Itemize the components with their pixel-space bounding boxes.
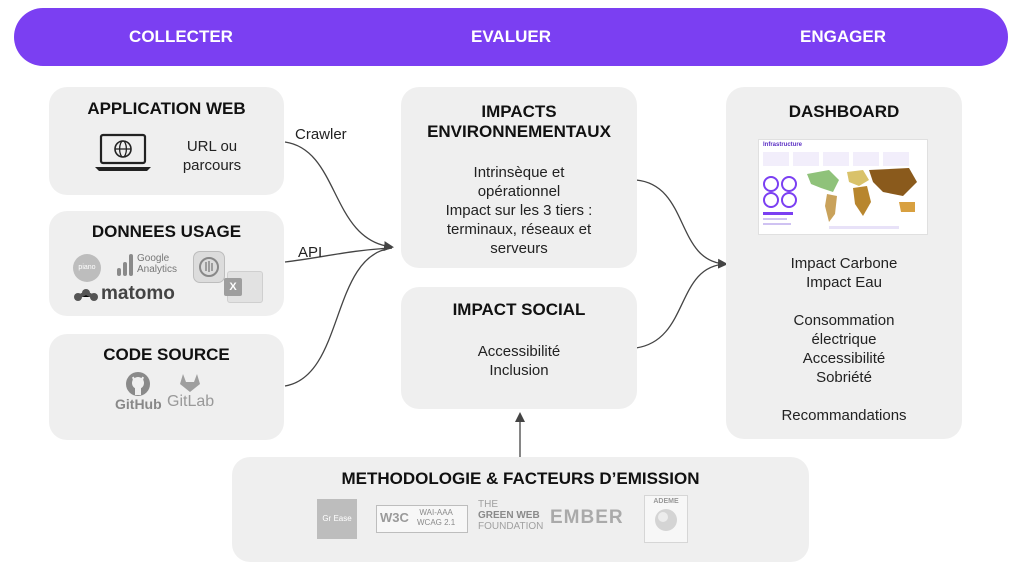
phase-collecter: COLLECTER [129,27,233,46]
social-line: Inclusion [489,362,549,379]
piano-logo: piano [73,254,101,282]
phase-engager: ENGAGER [800,27,886,46]
phase-evaluer: EVALUER [471,27,551,46]
social-title: IMPACT SOCIAL [452,300,586,319]
dashboard-title: DASHBOARD [788,102,900,121]
dashboard-line: Recommandations [781,407,907,424]
arrow-env-to-dashboard [635,179,728,269]
box-title: CODE SOURCE [103,345,230,364]
wcag-text: WCAG 2.1 [417,518,456,527]
env-line: Impact sur les 3 tiers : [445,202,593,219]
dashboard-line-spacer [726,387,962,406]
ademe-text: ADEME [653,498,679,505]
social-line: Accessibilité [477,343,561,360]
env-line: terminaux, réseaux et [446,221,592,238]
chart-app-icon [193,251,225,283]
label-crawler: Crawler [295,126,347,143]
dashboard-preview: Infrastructure [758,139,928,235]
box-title: APPLICATION WEB [87,99,246,118]
label-api: API [298,244,323,261]
preview-title: Infrastructure [763,142,803,148]
matomo-icon [74,289,98,301]
w3c-wcag-logo: W3C WAI-AAA WCAG 2.1 [376,505,468,533]
github-logo-text: GitHub [115,396,162,412]
analytics-logo-text: Analytics [137,264,178,275]
ademe-globe-icon [655,509,677,531]
dashboard-line: Accessibilité [802,350,886,367]
ember-logo: EMBER [550,507,624,528]
greenit-logo: Gr Ease [317,499,357,539]
box-application-web: APPLICATION WEB URL ou parcours [49,87,284,195]
greenweb-text: GREEN WEB [478,510,540,521]
phase-banner: COLLECTER EVALUER ENGAGER [14,8,1008,66]
dashboard-line: Impact Eau [806,274,882,291]
arrow-social-to-dashboard [635,263,727,349]
dashboard-line: électrique [811,331,877,348]
env-line: serveurs [490,240,548,257]
box-methodologie: METHODOLOGIE & FACTEURS D’EMISSION Gr Ea… [232,457,809,562]
gitlab-logo-text: GitLab [167,393,215,410]
dashboard-line: Impact Carbone [790,255,898,272]
box-donnees-usage: DONNEES USAGE piano Google Analytics mat… [49,211,284,316]
box-dashboard: DASHBOARD Infrastructure Impact Carbone … [726,87,962,439]
box-code-source: CODE SOURCE GitHub GitLab [49,334,284,440]
box-impacts-environnementaux: IMPACTS ENVIRONNEMENTAUX Intrinsèque et … [401,87,637,268]
env-title-line2: ENVIRONNEMENTAUX [427,122,611,141]
env-line: Intrinsèque et [473,164,565,181]
env-title-line1: IMPACTS [481,102,557,121]
ademe-logo: ADEME [644,495,688,543]
env-line: opérationnel [477,183,561,200]
arrow-crawler [284,141,394,252]
greenweb-text: THE [478,499,498,510]
web-app-text-line2: parcours [182,157,242,174]
excel-icon: X [224,271,263,303]
w3c-text: W3C [380,510,409,525]
arrow-api [284,247,393,263]
web-app-text-line1: URL ou [186,138,238,155]
matomo-logo-text: matomo [101,283,175,304]
greenweb-text: FOUNDATION [478,521,544,532]
box-title: DONNEES USAGE [91,222,242,241]
wai-text: WAI-AAA [419,508,453,517]
laptop-globe-icon [95,133,151,171]
dashboard-preview-graphic [763,152,917,229]
dashboard-line: Sobriété [816,369,872,386]
excel-letter: X [224,278,242,296]
methodology-title: METHODOLOGIE & FACTEURS D’EMISSION [341,469,700,488]
google-logo-text: Google [137,253,170,264]
arrow-source [284,247,393,387]
dashboard-line: Consommation [793,312,895,329]
box-impact-social: IMPACT SOCIAL Accessibilité Inclusion [401,287,637,409]
google-analytics-icon [117,254,133,276]
github-icon [126,372,150,396]
gitlab-icon [180,374,200,392]
dashboard-line-spacer [726,292,962,311]
